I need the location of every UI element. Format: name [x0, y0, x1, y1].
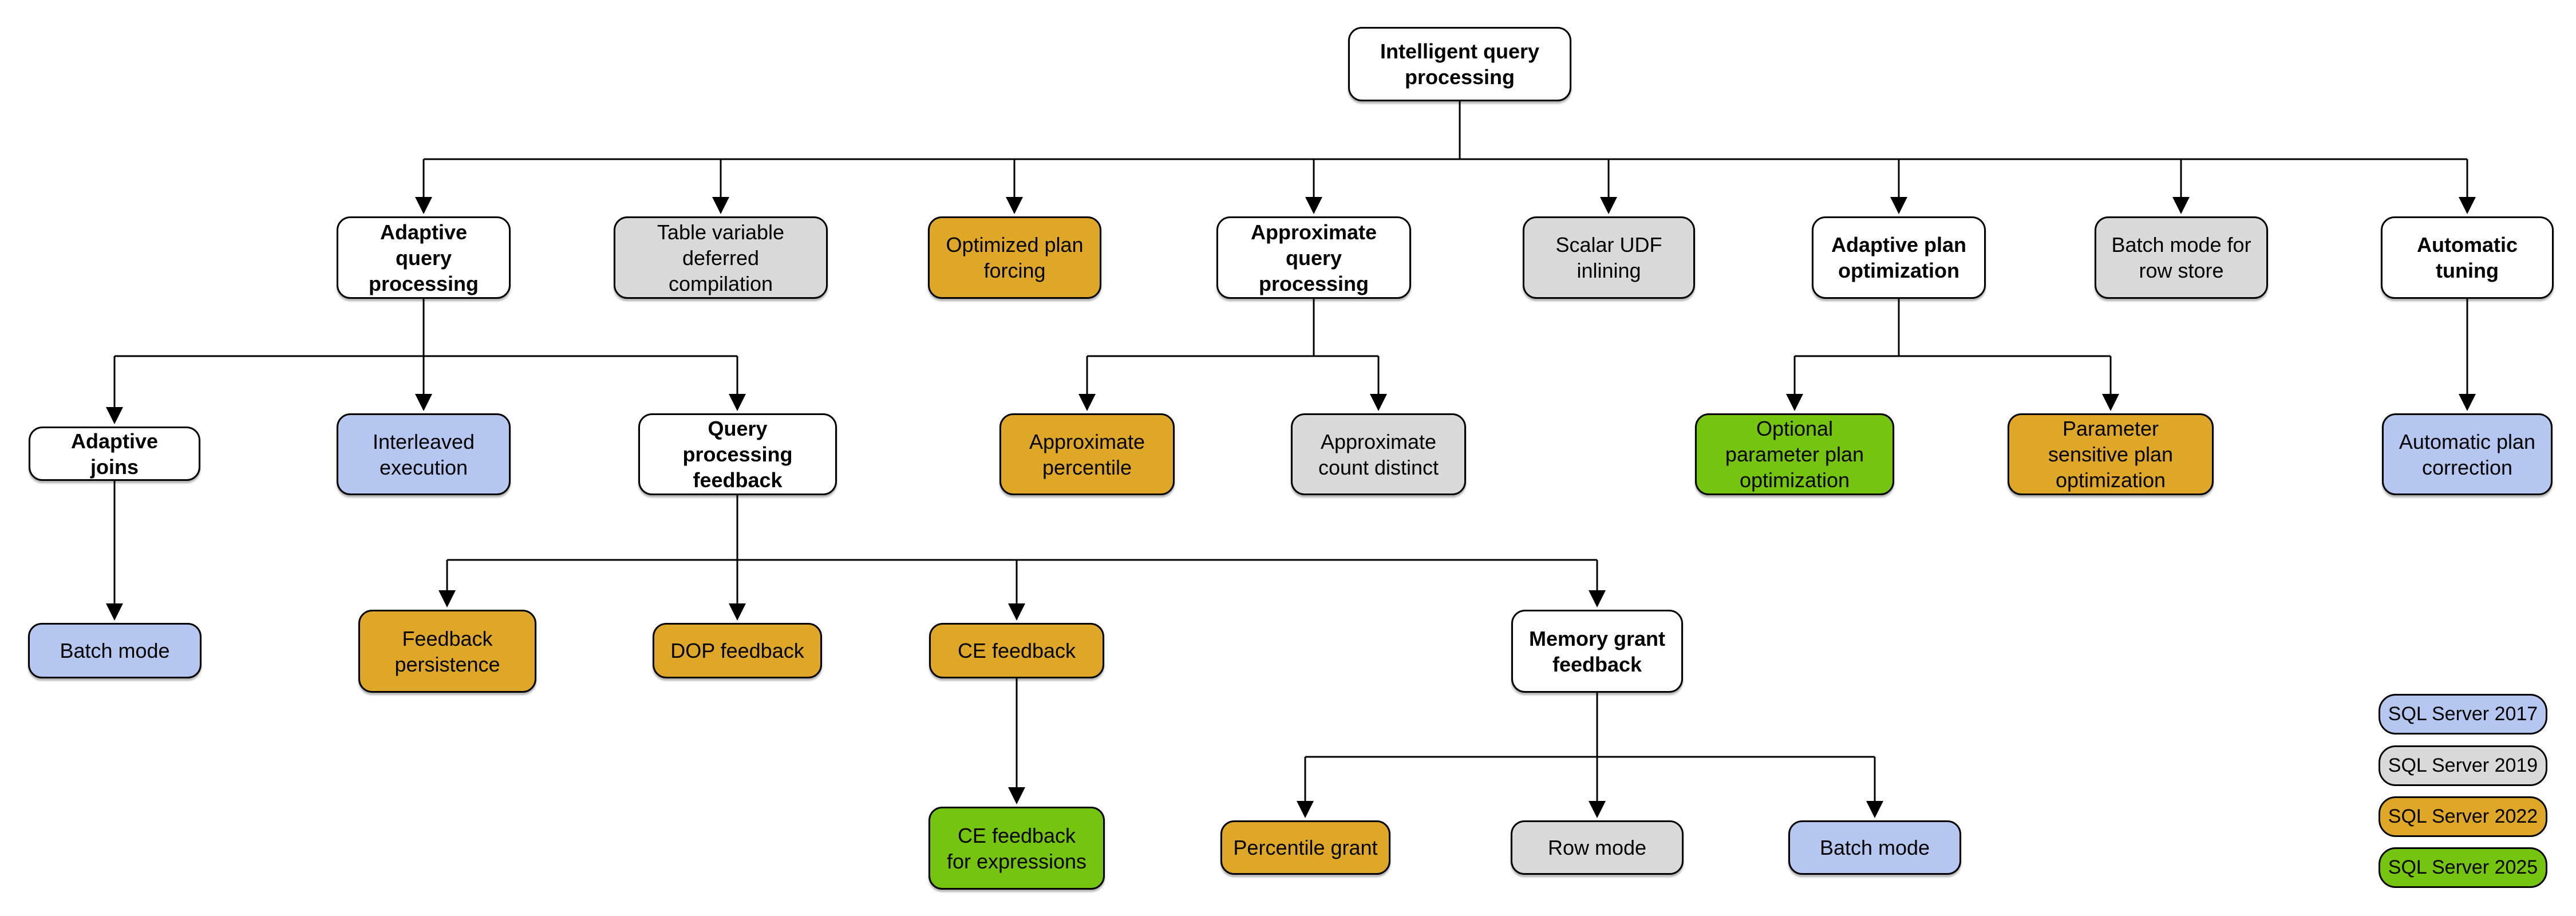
edges-from-approximate-query-processing — [1078, 299, 1387, 411]
node-intelligent-query-processing: Intelligent query processing — [1348, 27, 1571, 101]
node-query-processing-feedback: Query processing feedback — [638, 413, 837, 495]
node-automatic-tuning: Automatic tuning — [2381, 216, 2554, 299]
node-percentile-grant: Percentile grant — [1220, 820, 1390, 875]
node-batch-mode-under-memory-grant: Batch mode — [1788, 820, 1961, 875]
edges-from-adaptive-plan-optimization — [1786, 299, 2119, 411]
legend-sql-server-2022: SQL Server 2022 — [2379, 796, 2547, 837]
edges-from-memory-grant-feedback — [1297, 693, 1883, 818]
node-optimized-plan-forcing: Optimized plan forcing — [928, 216, 1101, 299]
node-adaptive-plan-optimization: Adaptive plan optimization — [1812, 216, 1986, 299]
node-adaptive-query-processing: Adaptive query processing — [337, 216, 511, 299]
node-feedback-persistence: Feedback persistence — [358, 610, 536, 693]
node-interleaved-execution: Interleaved execution — [337, 413, 511, 495]
node-parameter-sensitive-plan-optimization: Parameter sensitive plan optimization — [2008, 413, 2214, 495]
node-row-mode: Row mode — [1511, 820, 1684, 875]
node-memory-grant-feedback: Memory grant feedback — [1511, 610, 1683, 693]
edges-from-adaptive-query-processing — [106, 299, 746, 424]
node-dop-feedback: DOP feedback — [653, 623, 822, 678]
legend-sql-server-2025: SQL Server 2025 — [2379, 847, 2547, 888]
node-scalar-udf-inlining: Scalar UDF inlining — [1523, 216, 1695, 299]
node-approximate-count-distinct: Approximate count distinct — [1291, 413, 1466, 495]
node-approximate-query-processing: Approximate query processing — [1216, 216, 1411, 299]
node-ce-feedback: CE feedback — [929, 623, 1104, 678]
edges-from-root — [415, 101, 2476, 214]
node-ce-feedback-for-expressions: CE feedback for expressions — [929, 807, 1105, 890]
legend-sql-server-2017: SQL Server 2017 — [2379, 694, 2547, 735]
legend-sql-server-2019: SQL Server 2019 — [2379, 745, 2547, 786]
node-approximate-percentile: Approximate percentile — [999, 413, 1175, 495]
node-batch-mode-for-row-store: Batch mode for row store — [2095, 216, 2268, 299]
edges-from-query-processing-feedback — [438, 495, 1606, 621]
node-table-variable-deferred-compilation: Table variable deferred compilation — [614, 216, 828, 299]
node-optional-parameter-plan-optimization: Optional parameter plan optimization — [1695, 413, 1894, 495]
node-batch-mode-under-adaptive-joins: Batch mode — [28, 623, 202, 678]
node-adaptive-joins: Adaptive joins — [29, 427, 200, 481]
node-automatic-plan-correction: Automatic plan correction — [2382, 413, 2553, 495]
